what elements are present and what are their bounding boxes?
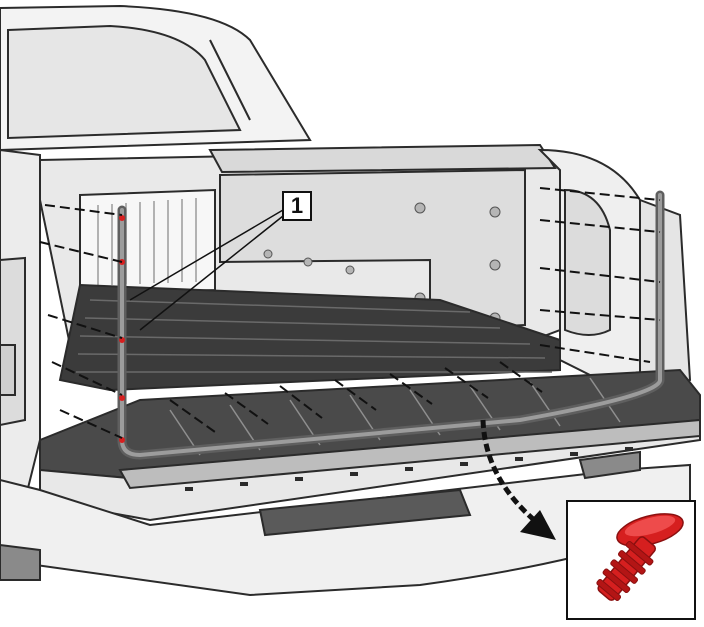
- callout-leader-lines: [129, 209, 284, 331]
- cab: [0, 4, 312, 152]
- bed-floor: [58, 283, 561, 392]
- push-clip-inset: [566, 500, 696, 620]
- right-body-side: [537, 148, 692, 392]
- trim-strip: [117, 190, 665, 460]
- clip-alignment-lines: [39, 187, 661, 439]
- left-body-side: [0, 148, 41, 521]
- callout-label-1: 1: [282, 191, 312, 221]
- push-clip-icon: [596, 513, 684, 601]
- direction-arrow-icon: [480, 419, 556, 540]
